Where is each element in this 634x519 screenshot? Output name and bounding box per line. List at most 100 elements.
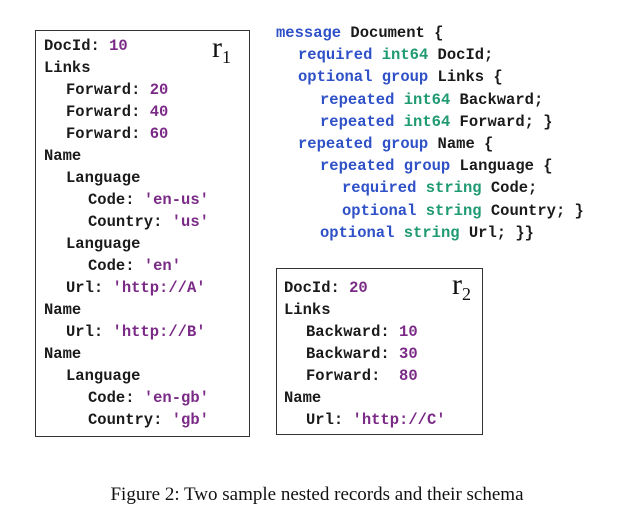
schema-keyword: repeated group <box>320 157 451 176</box>
record-line: Backward: 30 <box>306 343 418 365</box>
schema-text: Backward; <box>450 90 544 109</box>
record-line: Backward: 10 <box>306 321 418 343</box>
field-name: Language <box>66 235 141 253</box>
field-name: DocId: <box>44 37 100 55</box>
schema-line: repeated int64 Backward; <box>320 89 543 111</box>
schema-text: Code; <box>481 179 538 198</box>
schema-keyword: required <box>342 179 417 198</box>
record-line: Code: 'en-gb' <box>88 387 209 409</box>
field-value: 'http://B' <box>112 323 206 341</box>
field-name: Backward: <box>306 323 390 341</box>
schema-text <box>416 179 425 197</box>
schema-line: repeated group Name { <box>298 133 493 155</box>
record-line: Links <box>284 299 331 321</box>
schema-text <box>394 91 403 109</box>
schema-text <box>394 113 403 131</box>
record-r2-box <box>276 268 483 435</box>
field-name: Forward: <box>66 125 141 143</box>
schema-line: required string Code; <box>342 177 537 199</box>
schema-text: DocId; <box>428 46 494 65</box>
field-name: Url: <box>306 411 344 429</box>
field-name: Forward: <box>66 103 141 121</box>
record-line: Code: 'en-us' <box>88 189 209 211</box>
record-line: Language <box>66 167 140 189</box>
figure-caption: Figure 2: Two sample nested records and … <box>110 484 524 505</box>
field-name: Links <box>284 301 331 319</box>
record-line: DocId: 10 <box>44 35 128 57</box>
schema-keyword: repeated group <box>298 135 429 153</box>
schema-text: Country; } <box>481 201 584 220</box>
field-name: Url: <box>66 323 104 341</box>
field-value: 'en-us' <box>143 191 209 209</box>
record-line: DocId: 20 <box>284 277 368 299</box>
field-value: 80 <box>389 367 418 385</box>
schema-keyword: repeated <box>320 112 395 131</box>
field-value: 10 <box>399 323 418 341</box>
schema-keyword: required <box>298 46 373 65</box>
field-value: 'en' <box>143 257 182 275</box>
record-line: Name <box>44 343 81 365</box>
schema-line: optional group Links { <box>298 66 503 88</box>
record-line: Country: 'us' <box>88 211 209 233</box>
record-r1-label-main: r <box>212 31 222 64</box>
field-name: Name <box>44 147 82 165</box>
record-line: Language <box>66 233 140 255</box>
schema-keyword: optional <box>342 201 417 220</box>
record-r1-label: r1 <box>212 31 231 67</box>
schema-text <box>372 46 381 64</box>
record-line: Forward: 20 <box>66 79 168 101</box>
schema-type: int64 <box>403 90 451 109</box>
field-name: Forward: <box>306 367 381 385</box>
record-line: Name <box>44 145 81 167</box>
record-line: Url: 'http://A' <box>66 277 206 299</box>
record-line: Url: 'http://C' <box>306 409 446 431</box>
record-line: Language <box>66 365 140 387</box>
schema-type: int64 <box>403 112 451 131</box>
schema-text <box>416 202 425 220</box>
schema-type: string <box>425 179 482 198</box>
schema-text: Name { <box>428 135 494 153</box>
record-line: Links <box>44 57 91 79</box>
schema-text: Url; }} <box>459 223 534 242</box>
field-value: 20 <box>149 81 169 99</box>
schema-text: Language { <box>450 157 553 176</box>
record-r2-label-sub: 2 <box>462 284 471 304</box>
schema-keyword: message <box>276 24 342 42</box>
field-name: Code: <box>88 191 135 209</box>
field-value: 'en-gb' <box>143 389 209 407</box>
schema-type: string <box>403 223 460 242</box>
field-name: Name <box>44 345 82 363</box>
field-value: 'gb' <box>171 411 209 429</box>
record-line: Code: 'en' <box>88 255 181 277</box>
field-value: 'us' <box>171 213 209 231</box>
field-value: 30 <box>399 345 418 363</box>
record-r1-label-sub: 1 <box>222 47 231 67</box>
field-value: 'http://C' <box>352 411 446 429</box>
record-line: Name <box>44 299 81 321</box>
record-line: Forward: 80 <box>306 365 418 387</box>
schema-text: Document { <box>341 24 444 42</box>
field-name: Forward: <box>66 81 141 99</box>
field-name: Url: <box>66 279 104 297</box>
field-name: DocId: <box>284 279 340 297</box>
schema-type: string <box>425 201 482 220</box>
field-value: 60 <box>149 125 169 143</box>
schema-line: repeated group Language { <box>320 155 553 177</box>
schema-keyword: optional <box>320 223 395 242</box>
schema-line: required int64 DocId; <box>298 44 493 66</box>
record-line: Url: 'http://B' <box>66 321 206 343</box>
schema-line: optional string Country; } <box>342 200 584 222</box>
field-name: Name <box>284 389 322 407</box>
field-name: Language <box>66 169 141 187</box>
schema-line: repeated int64 Forward; } <box>320 111 553 133</box>
field-name: Links <box>44 59 91 77</box>
field-name: Code: <box>88 389 135 407</box>
schema-keyword: repeated <box>320 90 395 109</box>
schema-text: Forward; } <box>450 112 553 131</box>
record-r1-box <box>35 30 250 437</box>
field-name: Country: <box>88 411 163 429</box>
field-name: Language <box>66 367 141 385</box>
schema-keyword: optional group <box>298 68 429 87</box>
field-value: 'http://A' <box>112 279 206 297</box>
schema-type: int64 <box>381 46 429 65</box>
